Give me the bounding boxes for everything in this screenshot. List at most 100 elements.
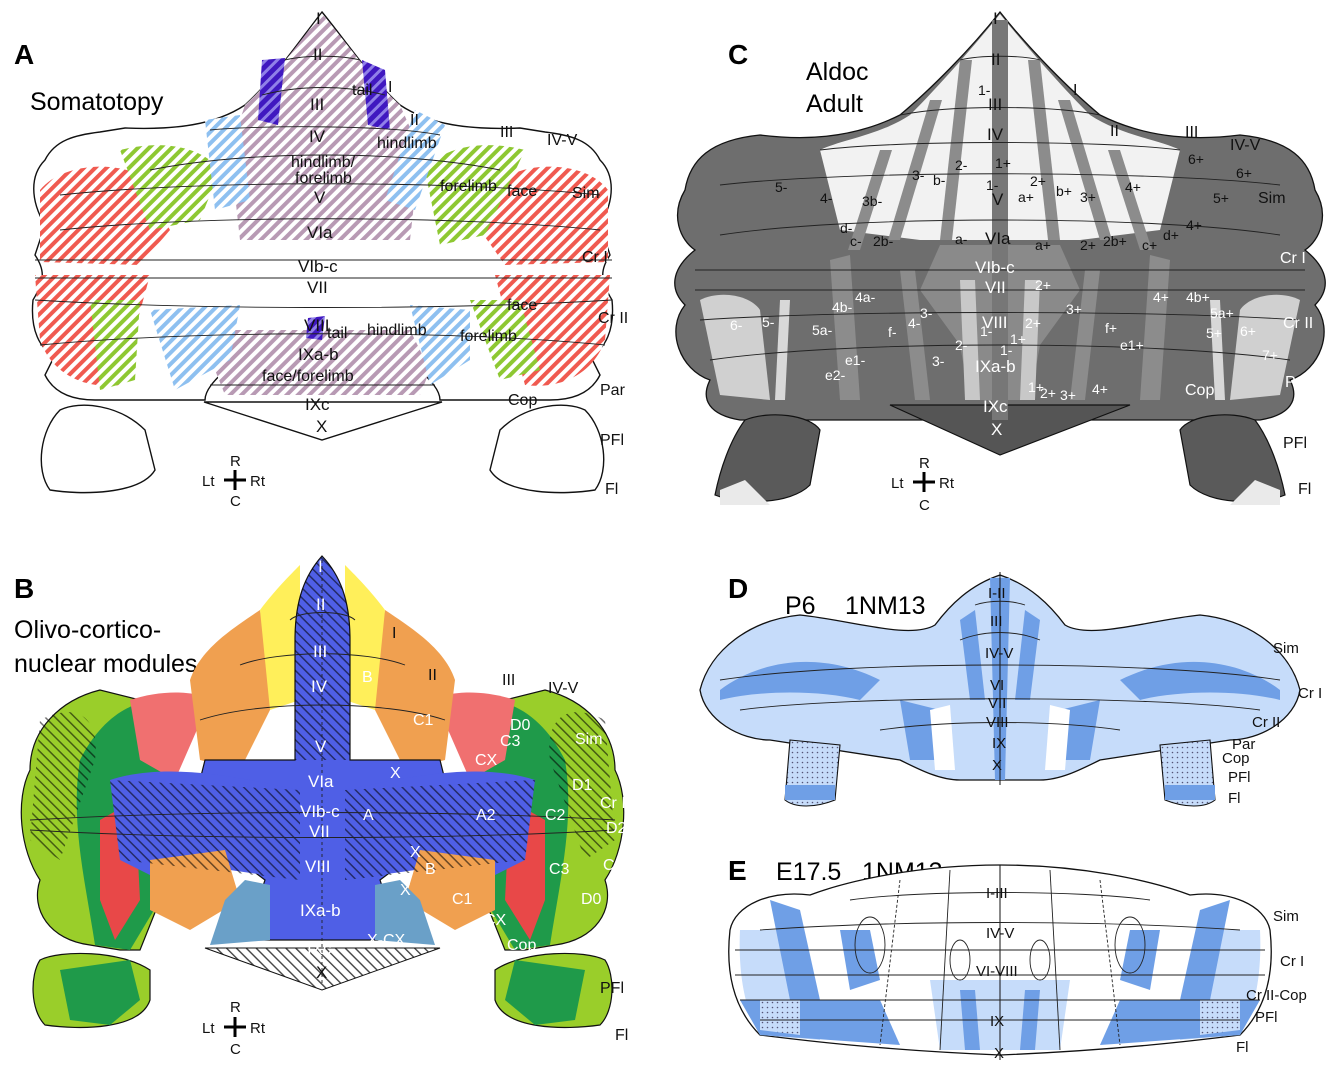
- lobule-label: I: [316, 9, 321, 28]
- lobule-label: III: [990, 613, 1003, 630]
- module-label: B: [362, 669, 373, 686]
- lobule-label: IXa-b: [975, 357, 1016, 376]
- panel-b-title-line2: nuclear modules: [14, 650, 197, 678]
- hemi-label: PFl: [600, 432, 624, 449]
- lobule-label: IX: [990, 1013, 1004, 1030]
- stripe-label: f+: [1105, 320, 1117, 336]
- module-label: D1: [572, 777, 593, 794]
- panel-c: C Aldoc Adult: [675, 9, 1325, 514]
- hemi-label: I: [388, 79, 392, 96]
- hemi-label: Cr II: [598, 310, 628, 327]
- hemi-label: Cr II-Cop: [1246, 987, 1307, 1004]
- stripe-label: 2+: [1030, 173, 1046, 189]
- module-label: D0: [510, 717, 531, 734]
- panel-d-subtitle: 1NM13: [845, 592, 926, 620]
- hemi-label: Sim: [572, 185, 600, 202]
- stripe-label: 1-: [1000, 342, 1013, 358]
- region-label: hindlimb: [377, 135, 437, 152]
- lobule-label: VIb-c: [298, 257, 338, 276]
- module-label: X-CX: [367, 932, 406, 949]
- hemi-label: Cr II: [1283, 315, 1313, 332]
- stripe-label: b-: [933, 172, 946, 188]
- stripe-label: 3+: [1066, 301, 1082, 317]
- region-label: forelimb: [460, 328, 517, 345]
- stripe-label: 5-: [762, 314, 775, 330]
- stripe-label: 2+: [1080, 237, 1096, 253]
- lobule-label: IV-V: [986, 925, 1014, 942]
- lobule-label: III: [313, 642, 327, 661]
- lobule-label: IX: [992, 735, 1006, 752]
- lobule-label: I-II: [988, 585, 1006, 602]
- left-label: Lt: [202, 473, 215, 490]
- lobule-label: VIa: [308, 772, 334, 791]
- hemi-label: Cr II: [603, 857, 633, 874]
- lobule-label: VIII: [304, 316, 330, 335]
- right-label: Rt: [939, 475, 955, 492]
- module-label: C2: [545, 807, 566, 824]
- lobule-label: VII: [309, 822, 330, 841]
- hemi-label: Cr I: [1280, 250, 1306, 267]
- region-label: forelimb: [295, 170, 352, 187]
- region-label: face/forelimb: [262, 368, 354, 385]
- stripe-label: 6-: [730, 317, 743, 333]
- stripe-label: 6+: [1236, 165, 1252, 181]
- hemi-label: Cr II: [1252, 714, 1280, 731]
- panel-c-title-line2: Adult: [806, 90, 863, 118]
- stripe-label: 2+: [1025, 315, 1041, 331]
- stripe-label: 2b-: [873, 233, 894, 249]
- stripe-label: 5+: [1213, 190, 1229, 206]
- right-label: Rt: [250, 473, 266, 490]
- lobule-label: X: [994, 1045, 1004, 1062]
- hemi-label: III: [502, 672, 515, 689]
- lobule-label: IV: [309, 127, 326, 146]
- stripe-label: 7+: [1262, 347, 1278, 363]
- stripe-label: 2-: [955, 337, 968, 353]
- panel-e-title: E17.5: [776, 858, 841, 886]
- hemi-label: Sim: [1258, 190, 1286, 207]
- panel-b-compass: R C Lt Rt: [202, 999, 266, 1058]
- stripe-label: 5-: [775, 179, 788, 195]
- module-label: X: [390, 765, 401, 782]
- stripe-label: 4b-: [832, 299, 853, 315]
- panel-d: D P6 1NM13 I-II III IV-V VI VII VIII IX …: [700, 572, 1322, 807]
- lobule-label: IXa-b: [300, 901, 341, 920]
- stripe-label: 1-: [986, 177, 999, 193]
- module-label: D0: [581, 891, 602, 908]
- panel-a-title: Somatotopy: [30, 88, 164, 116]
- lobule-label: VII: [985, 278, 1006, 297]
- hemi-label: Fl: [1236, 1039, 1249, 1056]
- stripe-label: 4+: [1186, 217, 1202, 233]
- stripe-label: 3+: [1060, 387, 1076, 403]
- rostral-label: R: [230, 453, 241, 470]
- hemi-label: III: [1185, 124, 1198, 141]
- stripe-label: 1+: [995, 155, 1011, 171]
- lobule-label: VII: [988, 695, 1006, 712]
- left-label: Lt: [202, 1020, 215, 1037]
- lobule-label: VII: [307, 278, 328, 297]
- lobule-label: II: [316, 595, 325, 614]
- panel-b-letter: B: [14, 573, 34, 604]
- hemi-label: II: [1110, 123, 1119, 140]
- stripe-label: d+: [1163, 227, 1179, 243]
- module-label: D2: [606, 820, 627, 837]
- hemi-label: II: [410, 112, 419, 129]
- hemi-label: III: [500, 124, 513, 141]
- hemi-label: II: [428, 667, 437, 684]
- lobule-label: VI-VIII: [976, 963, 1018, 980]
- stripe-label: a-: [955, 231, 968, 247]
- hemi-label: Cr I: [582, 249, 608, 266]
- stripe-label: e1+: [1120, 337, 1144, 353]
- hemi-label: Cr I: [1280, 953, 1304, 970]
- panel-d-letter: D: [728, 573, 748, 604]
- panel-c-letter: C: [728, 39, 748, 70]
- lobule-label: IXc: [307, 939, 332, 958]
- hemi-label: Fl: [1228, 790, 1241, 807]
- module-label: B: [425, 861, 436, 878]
- hemi-label: PFl: [600, 980, 624, 997]
- stripe-label: 4-: [820, 190, 833, 206]
- stripe-label: e1-: [845, 352, 866, 368]
- lobule-label: X: [316, 417, 327, 436]
- module-label: X: [400, 882, 411, 899]
- lobule-label: X: [316, 963, 327, 982]
- stripe-label: 4+: [1153, 289, 1169, 305]
